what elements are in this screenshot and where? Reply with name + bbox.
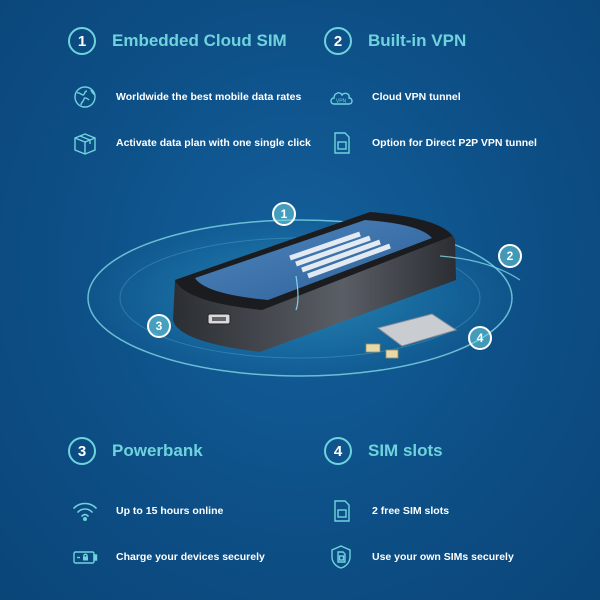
sim-card-icon xyxy=(324,497,358,525)
feature-label: Option for Direct P2P VPN tunnel xyxy=(372,137,537,149)
section-header: 2 Built-in VPN xyxy=(324,24,594,58)
feature-label: Cloud VPN tunnel xyxy=(372,91,461,103)
section-powerbank: 3 Powerbank Up to 15 hours online xyxy=(68,434,338,572)
section-embedded-cloud-sim: 1 Embedded Cloud SIM Worldwide the best … xyxy=(68,24,338,158)
feature-item: Worldwide the best mobile data rates xyxy=(68,82,338,112)
feature-item: Charge your devices securely xyxy=(68,542,338,572)
section-header: 1 Embedded Cloud SIM xyxy=(68,24,338,58)
battery-lock-icon xyxy=(68,543,102,571)
feature-item: Use your own SIMs securely xyxy=(324,542,594,572)
cloud-vpn-icon: VPN xyxy=(324,83,358,111)
callout-marker-2: 2 xyxy=(498,244,522,268)
section-title: Powerbank xyxy=(112,441,203,460)
svg-text:VPN: VPN xyxy=(336,99,347,105)
section-number: 3 xyxy=(68,437,96,465)
callout-marker-4: 4 xyxy=(468,326,492,350)
feature-item: Up to 15 hours online xyxy=(68,496,338,526)
section-header: 4 SIM slots xyxy=(324,434,594,468)
feature-label: Charge your devices securely xyxy=(116,551,265,563)
section-header: 3 Powerbank xyxy=(68,434,338,468)
sim-tray xyxy=(376,313,458,347)
feature-item: VPN Cloud VPN tunnel xyxy=(324,82,594,112)
section-number: 1 xyxy=(68,27,96,55)
section-number: 2 xyxy=(324,27,352,55)
shield-sim-icon xyxy=(324,543,358,571)
callout-marker-1: 1 xyxy=(272,202,296,226)
box-icon xyxy=(68,129,102,157)
feature-label: Activate data plan with one single click xyxy=(116,137,311,149)
wifi-icon xyxy=(68,497,102,525)
feature-item: Activate data plan with one single click xyxy=(68,128,338,158)
device-illustration: 1 2 3 4 xyxy=(0,180,600,410)
section-sim-slots: 4 SIM slots 2 free SIM slots Use your ow… xyxy=(324,434,594,572)
section-title: Built-in VPN xyxy=(368,31,467,50)
section-title: Embedded Cloud SIM xyxy=(112,31,287,50)
sim-card-icon xyxy=(324,129,358,157)
globe-icon xyxy=(68,83,102,111)
callout-marker-3: 3 xyxy=(147,314,171,338)
feature-label: Worldwide the best mobile data rates xyxy=(116,91,302,103)
feature-label: 2 free SIM slots xyxy=(372,505,450,517)
feature-item: Option for Direct P2P VPN tunnel xyxy=(324,128,594,158)
feature-label: Use your own SIMs securely xyxy=(372,551,514,563)
feature-label: Up to 15 hours online xyxy=(116,505,224,517)
feature-item: 2 free SIM slots xyxy=(324,496,594,526)
section-built-in-vpn: 2 Built-in VPN VPN Cloud VPN tunnel Opti… xyxy=(324,24,594,158)
section-number: 4 xyxy=(324,437,352,465)
section-title: SIM slots xyxy=(368,441,443,460)
